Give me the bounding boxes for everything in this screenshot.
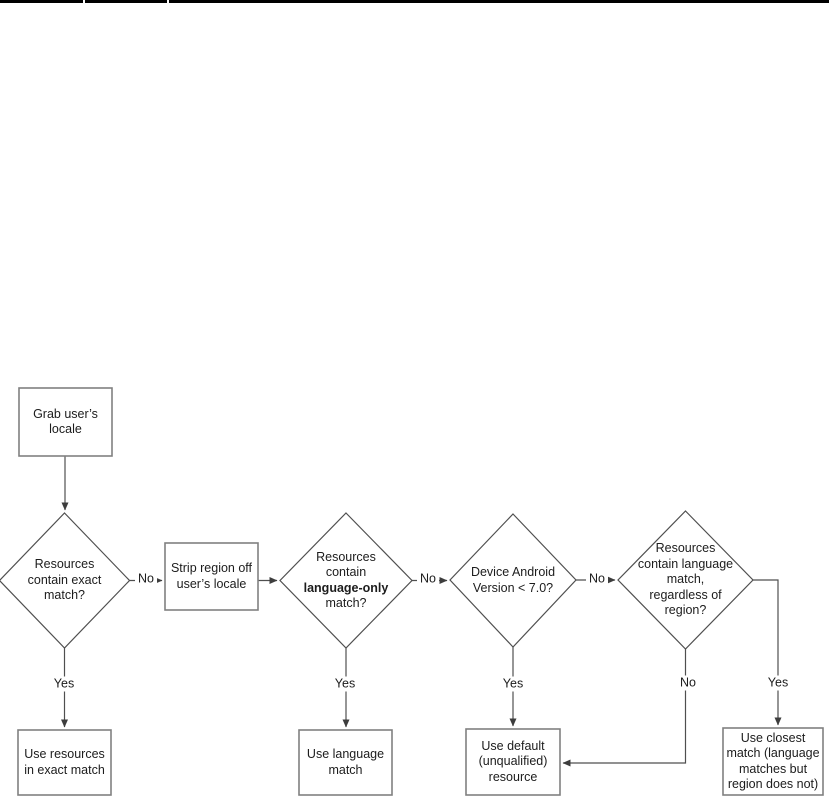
edge-label-language-match-yes: Yes	[764, 675, 792, 691]
node-language-only-diamond	[279, 512, 413, 649]
top-rule-segment-2	[85, 0, 167, 3]
top-rule-segment-3	[169, 0, 829, 3]
edge-language-match-yes	[753, 579, 782, 726]
edge-label-language-match-no: No	[677, 675, 699, 691]
edge-language-match-no	[562, 649, 687, 767]
node-use-default-box	[465, 728, 561, 796]
node-android-version-diamond	[449, 513, 577, 648]
edge-label-language-only-yes: Yes	[331, 676, 359, 692]
node-strip-region-box	[164, 542, 259, 611]
node-exact-match-diamond	[0, 512, 131, 649]
node-use-closest-box	[722, 727, 824, 796]
node-language-match-diamond	[617, 510, 754, 650]
edge-label-exact-yes: Yes	[50, 676, 78, 692]
node-use-language-box	[298, 729, 393, 796]
edge-label-exact-no: No	[135, 571, 157, 587]
node-grab-locale-box	[18, 387, 113, 457]
top-rule-segment-1	[0, 0, 83, 3]
edge-label-version-no: No	[586, 571, 608, 587]
edge-label-language-only-no: No	[417, 571, 439, 587]
edge-label-version-yes: Yes	[499, 676, 527, 692]
node-use-exact-box	[17, 729, 112, 796]
